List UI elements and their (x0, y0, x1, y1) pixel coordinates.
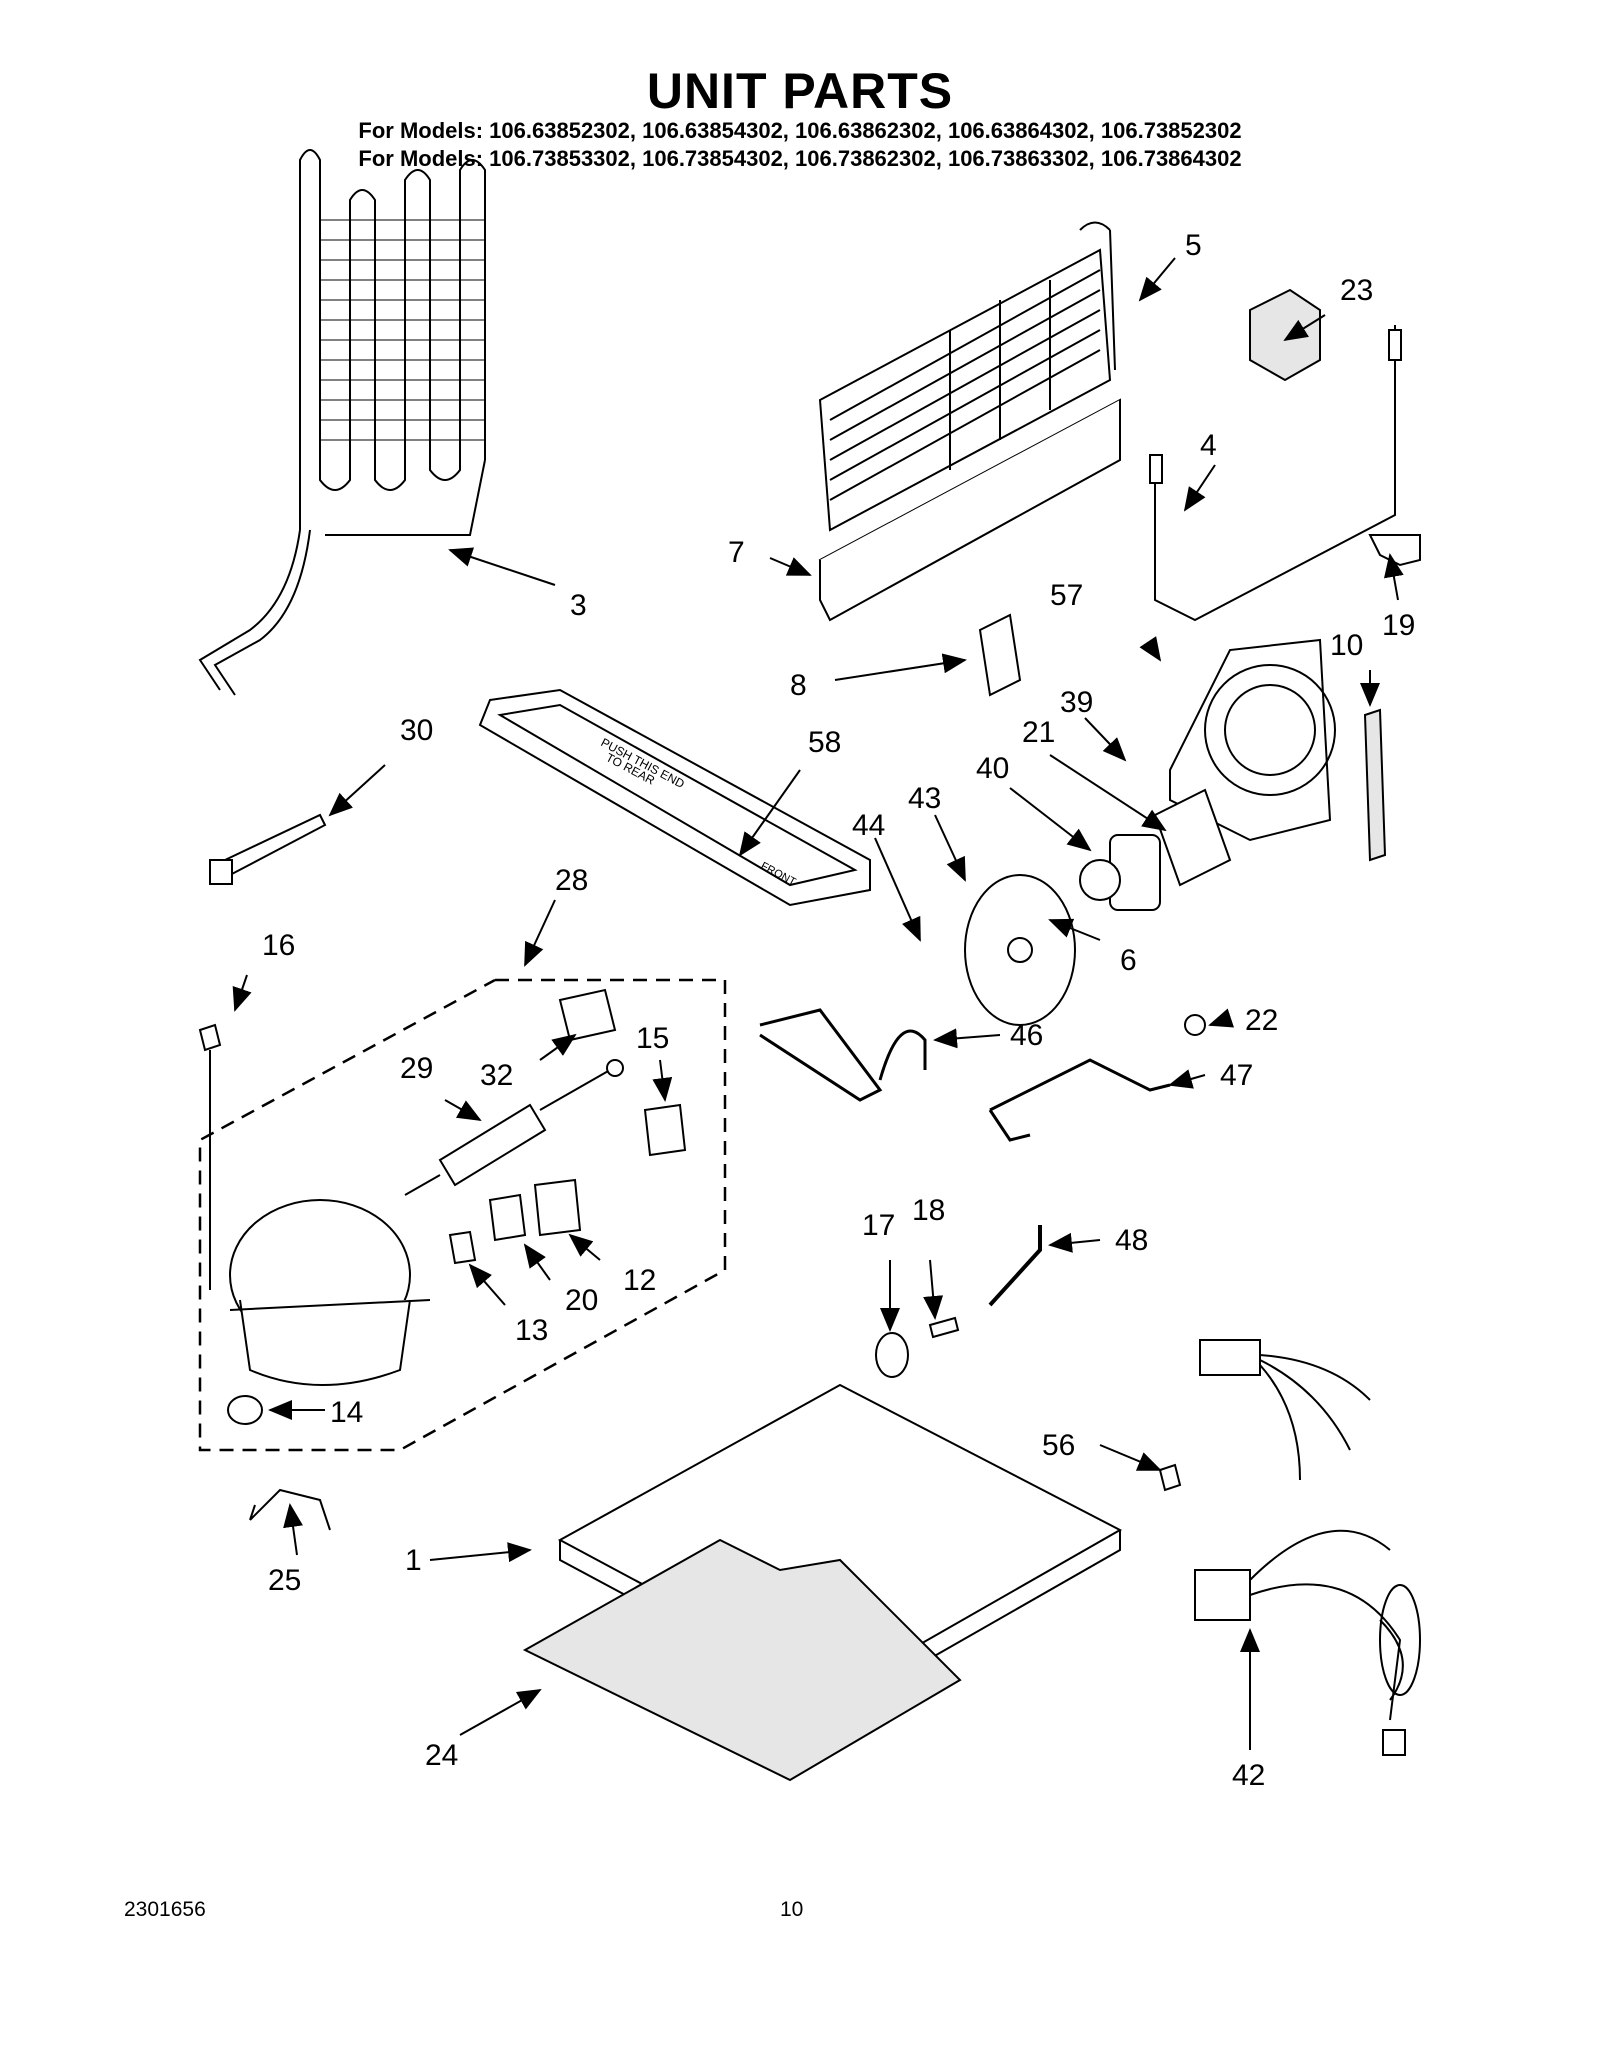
drain-trough (818, 398, 1121, 622)
callout-20: 20 (565, 1284, 598, 1317)
callout-22: 22 (1245, 1004, 1278, 1037)
callout-13: 13 (515, 1314, 548, 1347)
wiring-harness (1194, 1339, 1421, 1756)
callout-18: 18 (912, 1194, 945, 1227)
callout-48: 48 (1115, 1224, 1148, 1257)
wire-clip (249, 1488, 331, 1531)
callout-24: 24 (425, 1739, 458, 1772)
clip (1368, 534, 1421, 567)
callout-16: 16 (262, 929, 295, 962)
callout-32: 32 (480, 1059, 513, 1092)
tube-47 (988, 1058, 1171, 1142)
screw-16 (198, 1023, 222, 1290)
callout-21: 21 (1022, 716, 1055, 749)
condenser-coil (198, 149, 486, 696)
models-line-2: For Models: 106.73853302, 106.73854302, … (358, 146, 1242, 171)
callout-42: 42 (1232, 1759, 1265, 1792)
callout-44: 44 (852, 809, 885, 842)
grommet (227, 1395, 263, 1425)
start-relay (533, 1178, 582, 1237)
terminal-13 (448, 1230, 477, 1265)
callout-12: 12 (623, 1264, 656, 1297)
callout-14: 14 (330, 1396, 363, 1429)
fan-blade (964, 874, 1076, 1026)
document-number: 2301656 (124, 1898, 206, 1921)
callout-40: 40 (976, 752, 1009, 785)
bracket (978, 613, 1022, 697)
callout-arrows (232, 257, 1404, 1750)
drain-tray: PUSH THIS END TO REAR FRONT (478, 688, 871, 907)
overload-protector (643, 1103, 687, 1157)
roller (875, 1332, 909, 1378)
callout-8: 8 (790, 669, 807, 702)
callout-17: 17 (862, 1209, 895, 1242)
motor-mount-plate (1153, 788, 1232, 887)
page-title: UNIT PARTS (646, 63, 954, 119)
callout-3: 3 (570, 589, 587, 622)
callout-23: 23 (1340, 274, 1373, 307)
callout-29: 29 (400, 1052, 433, 1085)
callout-25: 25 (268, 1564, 301, 1597)
callout-47: 47 (1220, 1059, 1253, 1092)
insulation-pad (1249, 288, 1321, 382)
defrost-heater-wire (1149, 325, 1402, 622)
fan-shroud (1169, 638, 1336, 842)
tube-46 (759, 1008, 927, 1102)
insulation-board (522, 1538, 962, 1782)
models-line-1: For Models: 106.63852302, 106.63854302, … (358, 118, 1242, 143)
callout-43: 43 (908, 782, 941, 815)
relay-cover (558, 988, 617, 1042)
cable-tie (209, 813, 327, 885)
callout-56: 56 (1042, 1429, 1075, 1462)
callout-28: 28 (555, 864, 588, 897)
callout-1: 1 (405, 1544, 422, 1577)
callout-5: 5 (1185, 229, 1202, 262)
callout-57: 57 (1050, 579, 1083, 612)
callout-6: 6 (1120, 944, 1137, 977)
screw-56 (1158, 1463, 1182, 1492)
roller-axle (928, 1316, 960, 1339)
tube-48 (988, 1225, 1042, 1307)
compressor (229, 1199, 431, 1386)
callout-39: 39 (1060, 686, 1093, 719)
callout-19: 19 (1382, 609, 1415, 642)
callout-7: 7 (728, 536, 745, 569)
callout-4: 4 (1200, 429, 1217, 462)
callout-30: 30 (400, 714, 433, 747)
callout-labels: 3 5 23 4 7 8 57 10 19 39 21 40 43 44 58 … (262, 229, 1415, 1792)
drier (404, 1059, 624, 1196)
gasket-strip (1363, 708, 1387, 862)
page-number: 10 (780, 1898, 804, 1921)
relay-part-20 (488, 1193, 527, 1242)
compressor-kit-boundary (198, 978, 727, 1452)
callout-58: 58 (808, 726, 841, 759)
evaporator (818, 221, 1116, 532)
callout-15: 15 (636, 1022, 669, 1055)
nut-22 (1184, 1014, 1206, 1036)
fan-motor (1079, 834, 1161, 911)
callout-46: 46 (1010, 1019, 1043, 1052)
callout-10: 10 (1330, 629, 1363, 662)
